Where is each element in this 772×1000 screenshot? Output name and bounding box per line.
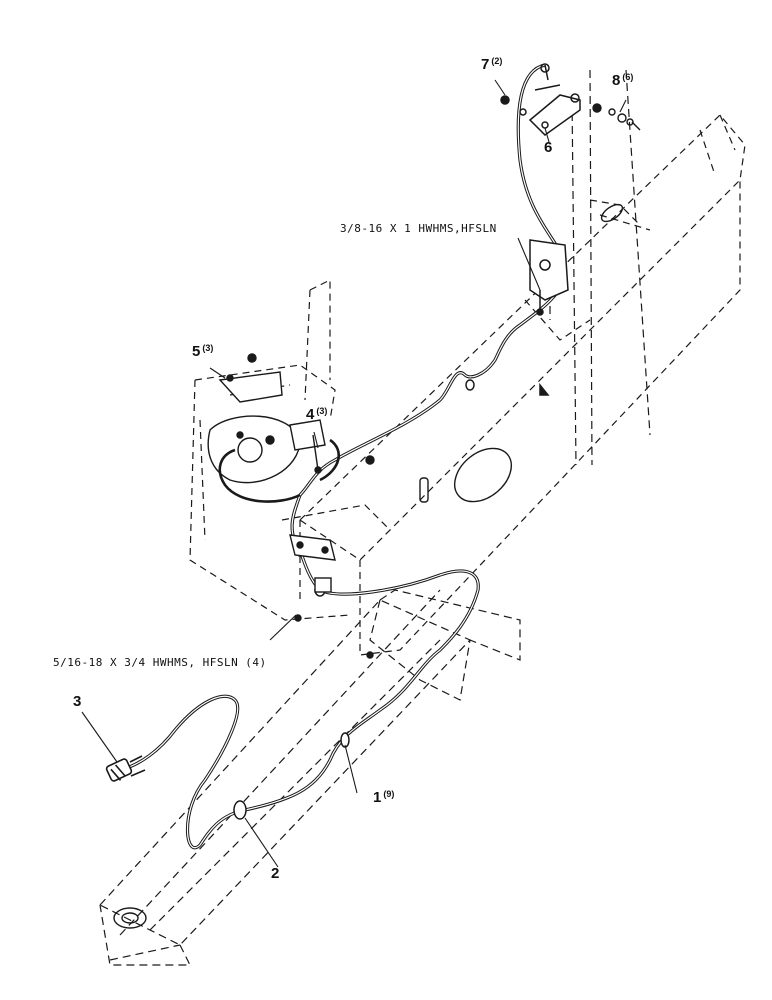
callout-number: 3 — [73, 693, 82, 710]
callout-quantity: (3) — [202, 343, 214, 353]
drawbar-tongue — [99, 589, 521, 966]
main-frame-beam — [299, 114, 746, 656]
callout-3: 3 — [73, 694, 81, 709]
connector-plug — [105, 755, 146, 782]
leader-2 — [244, 817, 279, 868]
leader-lines — [81, 79, 627, 868]
harness-clips — [233, 379, 475, 820]
wiring-harness — [119, 63, 568, 850]
callout-7: 7(2) — [481, 56, 503, 73]
callout-8: 8(6) — [612, 72, 634, 89]
callout-quantity: (2) — [491, 56, 503, 66]
sensor-bracket — [500, 63, 581, 136]
callout-quantity: (6) — [622, 72, 634, 82]
callout-quantity: (9) — [383, 789, 395, 799]
leader-6 — [544, 127, 550, 143]
leader-8 — [619, 99, 627, 113]
wiring-harness-inner — [119, 64, 567, 849]
mounting-plate — [189, 279, 391, 621]
callout-number: 6 — [544, 139, 553, 156]
callout-quantity: (3) — [316, 406, 328, 416]
hardware-washers — [592, 103, 641, 131]
upper-mount-bracket — [529, 239, 569, 396]
leader-5 — [209, 367, 226, 379]
leader-1 — [344, 744, 358, 794]
callout-1: 1(9) — [373, 789, 395, 806]
leader-7 — [494, 79, 506, 96]
frame-openings — [113, 203, 624, 929]
callout-number: 7 — [481, 56, 490, 73]
callout-4: 4(3) — [306, 406, 328, 423]
callout-5: 5(3) — [192, 343, 214, 360]
callout-number: 1 — [373, 789, 382, 806]
callout-number: 8 — [612, 72, 621, 89]
callout-number: 2 — [271, 865, 280, 882]
upper-bolt-note: 3/8-16 X 1 HWHMS,HFSLN — [340, 222, 497, 235]
lower-bolt-note: 5/16-18 X 3/4 HWHMS, HFSLN (4) — [53, 656, 267, 669]
plate-components — [207, 353, 375, 659]
leader-3 — [81, 711, 118, 763]
leader-upper-bolt — [517, 237, 541, 291]
leader-lower-bolt — [269, 614, 297, 641]
harness-loop — [218, 438, 340, 503]
callout-number: 4 — [306, 406, 315, 423]
callout-2: 2 — [271, 866, 279, 881]
callout-6: 6 — [544, 140, 552, 155]
leader-4 — [313, 431, 319, 449]
callout-number: 5 — [192, 343, 201, 360]
